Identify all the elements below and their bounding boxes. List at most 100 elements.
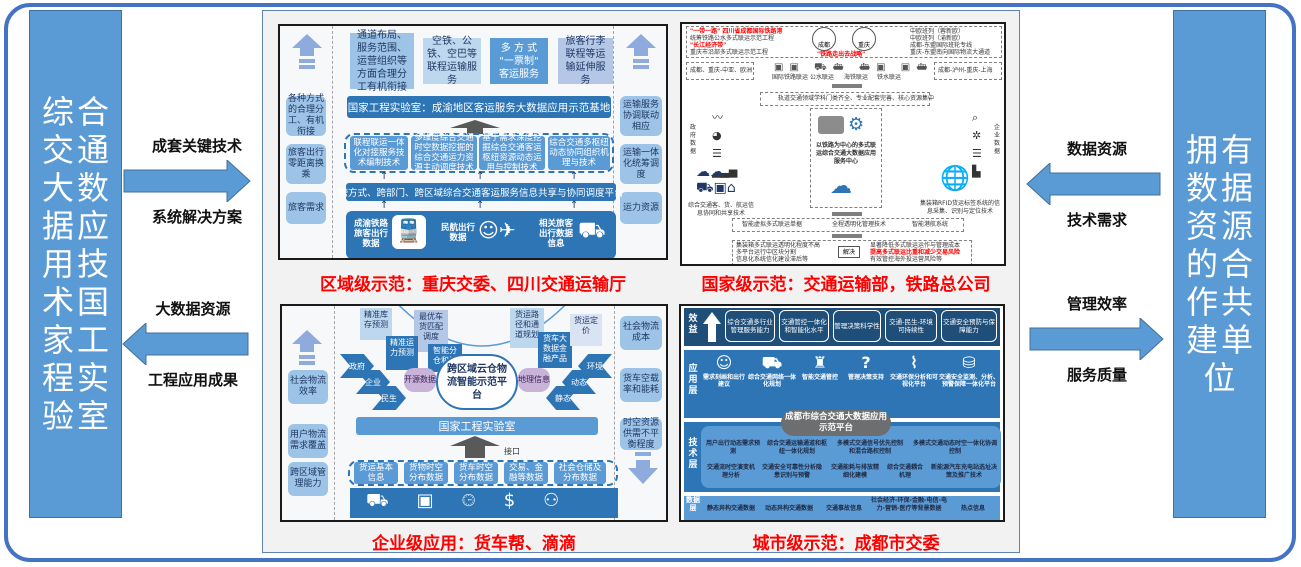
lab-title: 综合交通大数据应用技术国家工程实验室: [42, 93, 109, 435]
striped-up-arrow-icon: [626, 34, 656, 69]
seatbelt-icon: ⛟: [578, 218, 606, 243]
layer-label: 数据层: [686, 496, 700, 512]
up-arrow-icon: ↑: [380, 171, 389, 182]
data-center-label: 以铁路为中心的多式联运综合交通大数据应用服务中心: [816, 142, 877, 165]
title-char: 数: [1185, 169, 1218, 207]
gear-icon: ⚙: [848, 114, 865, 135]
tech-box: 基于需求深度挖掘综合交通客运枢纽资源动态运用与控制技术: [479, 133, 545, 173]
national-caption: 国家级示范：交通运输部，铁路总公司: [701, 275, 991, 295]
app-item: ⛟综合交通网络一体化规划: [747, 353, 796, 389]
app-card: 货运定价: [570, 314, 602, 346]
up-arrow-icon: [450, 120, 500, 134]
result-item: 提高多式联运比重和减少交易风险: [870, 249, 961, 256]
mode-label: 国际铁路联运: [772, 74, 809, 81]
resource-box: 运输一体化统筹调度: [620, 144, 662, 184]
title-char: 术: [41, 283, 74, 321]
database-shield-icon: ⛁: [962, 353, 976, 372]
app-item: ?管理决策支持: [843, 354, 889, 382]
goal-box: 旅客需求: [286, 192, 326, 224]
route-text: 成都-东盟国际班轮专线: [910, 42, 973, 49]
pilot-icon: ☺✈: [478, 218, 516, 242]
tech-item: 新能源汽车充电站选址决策及推广技术: [930, 464, 997, 479]
app-item: ♜智能交通管控: [797, 353, 843, 382]
city-caption: 城市级示范：成都市交委: [752, 534, 940, 554]
title-char: 资: [1185, 207, 1218, 245]
data-box: 货物时空分布数据: [404, 462, 448, 484]
tech-item: 用户出行动态需求预测: [705, 440, 760, 455]
goal-box: 旅客出行零距离换乘: [286, 144, 326, 184]
technology-area: [701, 426, 1001, 488]
title-char: 用: [41, 245, 74, 283]
tech-item: 交通流时空演变机理分析: [706, 464, 755, 479]
application-layer: [684, 350, 1000, 418]
route-text: 中欧班列（渝新欧）: [910, 35, 965, 42]
data-group: [348, 460, 618, 486]
up-arrow-icon: ↑: [380, 200, 389, 211]
data-item: 交通事故信息: [825, 505, 862, 512]
tech-item: 多模式交通动态时空一体化协调控制: [913, 440, 998, 455]
route-box: [686, 62, 754, 80]
data-source-rail: 成渝铁路旅客出行数据: [353, 219, 388, 249]
data-item: 动态异构交通数据: [764, 505, 813, 512]
title-char: 合: [77, 93, 110, 131]
title-char: 拥: [1185, 131, 1218, 169]
title-char: 作: [1185, 283, 1218, 321]
up-arrow-icon: ↑: [476, 200, 485, 211]
up-arrow-icon: ↑: [476, 171, 485, 182]
data-item: 社会经济-环保-金融-电信-电力-营销-医疗等背景数据: [871, 497, 947, 512]
title-char: 验: [41, 397, 74, 435]
left-arrow-icon: [122, 323, 249, 365]
arrow-label: 大数据资源: [155, 300, 231, 318]
title-char: 据: [41, 207, 74, 245]
route-box: [934, 62, 1002, 80]
metric-box: 时空资源供需不平衡程度: [620, 418, 662, 450]
tech-row-box: [732, 218, 964, 232]
title-char: 程: [41, 359, 74, 397]
service-box: 多 方 式 "一票制" 客运服务: [490, 38, 548, 84]
regional-demo-panel: 通道布局、服务范围、运营组织等方面合理分工有机衔接 空铁、公铁、空巴等联程运输服…: [278, 24, 668, 260]
title-char: 共: [1221, 283, 1254, 321]
route-text: 重庆-东盟南向国际物流大通道: [910, 49, 991, 56]
data-item: 静态异构交通数据: [706, 505, 755, 512]
data-source-air: 民航出行数据: [440, 223, 475, 243]
chongqing-badge: 重庆: [852, 27, 876, 51]
interface-label: 接口: [504, 447, 520, 456]
arrow-label: 数据资源: [1066, 140, 1127, 158]
title-char: 家: [41, 321, 74, 359]
title-char: 国: [77, 283, 110, 321]
arrow-label: 工程应用成果: [147, 371, 238, 389]
city-platform: 成都市综合交通大数据应用示范平台: [781, 410, 891, 436]
partner-title-column: 拥有数据资源的合作共建单位: [1173, 10, 1266, 518]
problem-solution-box: [732, 240, 972, 264]
arrow-label: 技术需求: [1066, 211, 1127, 229]
strategy-box: [686, 26, 1002, 58]
open-data-tag: 开源数据: [404, 368, 436, 392]
tech-item: 全程透明化管理技术: [832, 221, 887, 228]
left-arrow-icon: [1026, 163, 1161, 205]
tech-box: 多维度综合交通时空数据挖掘的综合交通运力资源主动调度技术: [411, 133, 477, 173]
metric-box: 社会物流效率: [288, 370, 328, 404]
user-icon: ☺: [715, 353, 733, 372]
benefit-box: 综合交通多行业管理服务能力: [725, 310, 775, 342]
strategy-text: "长江经济带": [690, 42, 727, 49]
metric-box: 用户物流需求覆盖: [288, 424, 328, 458]
title-char: 通: [77, 131, 110, 169]
tech-item: 交通能耗与排放精细化建模: [830, 464, 879, 479]
arrow-label: 管理效率: [1066, 295, 1127, 313]
tech-box: 联程联运一体化对接服务技术编制技术: [350, 136, 408, 170]
title-char: 位: [1203, 359, 1236, 397]
server-icon: [818, 116, 844, 134]
data-box: 社会仓储及分布数据: [554, 462, 606, 484]
data-item: 热点信息: [960, 505, 985, 512]
arc-line: [398, 306, 566, 347]
gov-data-icons: 〰◕☰▁▃▅: [712, 111, 738, 178]
title-char: 建: [1185, 321, 1218, 359]
divider: [614, 306, 615, 520]
title-char: 应: [77, 207, 110, 245]
mode-label: 铁水联运: [877, 74, 902, 81]
arrow-out-to-partners: 管理效率 服务质量: [1022, 293, 1172, 385]
data-box: 货车时空分布数据: [454, 462, 498, 484]
tech-group: [344, 133, 614, 173]
police-icon: ♜: [812, 353, 828, 372]
tech-item: 智能港航系统: [912, 221, 949, 228]
